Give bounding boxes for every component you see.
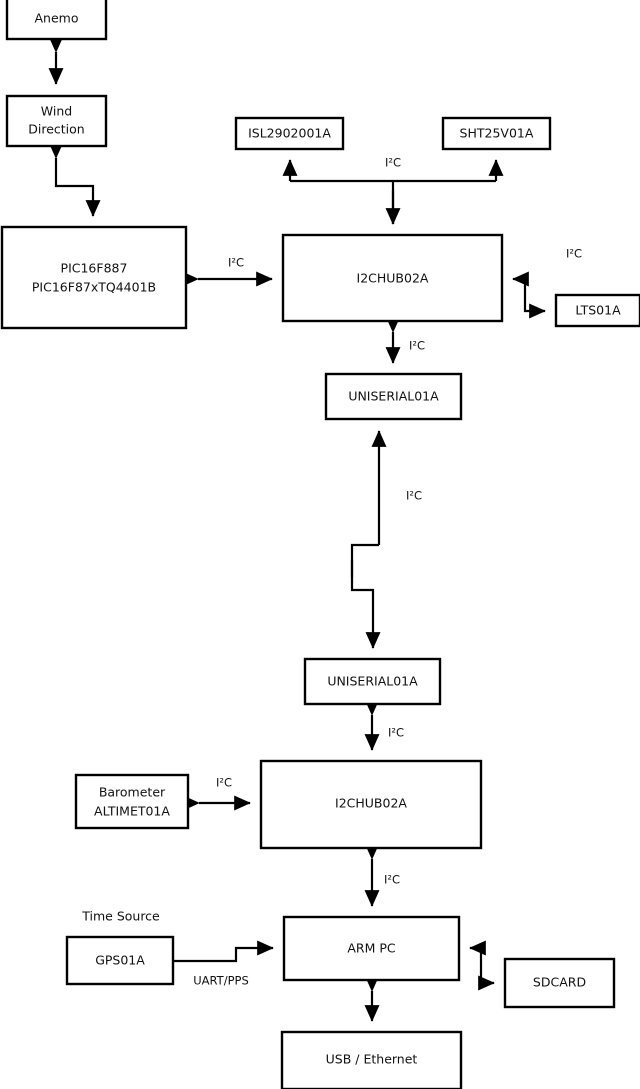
node-pic-mcu-label-line2: PIC16F87xTQ4401B xyxy=(32,280,156,295)
node-i2chub02a-bottom[interactable]: I2CHUB02A xyxy=(259,759,483,850)
edge-label-uniserial-hub2: I²C xyxy=(388,726,404,740)
node-arm-pc-label: ARM PC xyxy=(347,941,396,956)
node-lts01a-label: LTS01A xyxy=(575,303,621,318)
node-pic-mcu-label-line1: PIC16F887 xyxy=(61,261,128,276)
node-isl2902001a-label: ISL2902001A xyxy=(248,126,331,141)
free-labels-layer: Time Source xyxy=(81,909,160,924)
node-sdcard[interactable]: SDCARD xyxy=(503,957,616,1009)
node-anemo-label: Anemo xyxy=(35,11,79,26)
edge-uniserial-link-down xyxy=(350,560,381,649)
node-usb-ethernet-label: USB / Ethernet xyxy=(326,1052,418,1067)
node-usb-ethernet[interactable]: USB / Ethernet xyxy=(280,1030,463,1089)
node-sht25v01a-label: SHT25V01A xyxy=(460,126,534,141)
node-uniserial01a-top-label: UNISERIAL01A xyxy=(348,389,439,404)
node-lts01a[interactable]: LTS01A xyxy=(554,293,640,328)
node-gps01a-label: GPS01A xyxy=(95,953,145,968)
node-wind-direction[interactable]: Wind Direction xyxy=(5,94,108,148)
node-isl2902001a[interactable]: ISL2902001A xyxy=(234,116,345,151)
node-sdcard-label: SDCARD xyxy=(533,975,586,990)
node-i2chub02a-bottom-label: I2CHUB02A xyxy=(335,796,407,811)
edge-label-hub-uniserial: I²C xyxy=(409,339,425,353)
edge-pic-wind xyxy=(48,142,101,217)
edge-labels-layer: I²C I²C I²C I²C I²C I²C I²C I²C UART/PPS xyxy=(193,156,582,988)
edge-hubtop-lts xyxy=(523,279,546,319)
edge-label-hub-lts: I²C xyxy=(566,247,582,261)
edge-label-hub-sensors: I²C xyxy=(385,156,401,170)
node-anemo[interactable]: Anemo xyxy=(5,0,108,41)
node-i2chub02a-top-label: I2CHUB02A xyxy=(357,271,429,286)
node-sht25v01a[interactable]: SHT25V01A xyxy=(441,116,552,151)
node-barometer-label-line2: ALTIMET01A xyxy=(94,804,170,819)
node-barometer-label-line1: Barometer xyxy=(99,785,166,800)
edge-uniserial-link-jog xyxy=(350,543,379,577)
node-wind-direction-label-line2: Direction xyxy=(28,122,84,137)
time-source-label: Time Source xyxy=(81,909,160,924)
node-i2chub02a-top[interactable]: I2CHUB02A xyxy=(281,233,504,323)
edges-layer xyxy=(48,36,546,1022)
node-uniserial01a-bottom-label: UNISERIAL01A xyxy=(327,674,418,689)
edge-armpc-sdcard xyxy=(478,948,495,991)
node-uniserial01a-top[interactable]: UNISERIAL01A xyxy=(324,372,463,421)
node-wind-direction-label-line1: Wind xyxy=(41,104,72,119)
node-barometer[interactable]: Barometer ALTIMET01A xyxy=(74,773,190,830)
node-uniserial01a-bottom[interactable]: UNISERIAL01A xyxy=(303,657,442,706)
edge-gps-armpc xyxy=(173,940,274,963)
edge-label-pic-hub: I²C xyxy=(228,256,244,270)
node-pic-mcu[interactable]: PIC16F887 PIC16F87xTQ4401B xyxy=(0,225,188,330)
edge-label-gps-arm: UART/PPS xyxy=(193,974,249,988)
node-arm-pc[interactable]: ARM PC xyxy=(282,915,461,982)
edge-label-hub2-arm: I²C xyxy=(384,873,400,887)
edge-label-uniserial-link: I²C xyxy=(406,489,422,503)
node-gps01a[interactable]: GPS01A xyxy=(65,935,175,986)
edge-label-baro-hub2: I²C xyxy=(216,776,232,790)
